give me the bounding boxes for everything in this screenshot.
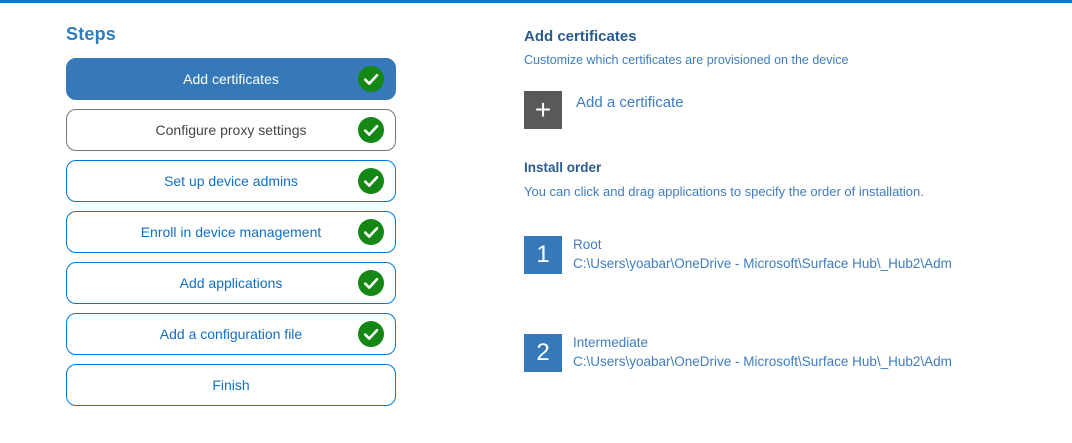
add-certificate-button[interactable]: + Add a certificate [524,91,684,129]
add-certificate-label: Add a certificate [576,94,684,111]
order-number: 1 [536,241,550,268]
add-certificates-panel: Add certificates Customize which certifi… [524,28,1072,372]
certificate-info: Root C:\Users\yoabar\OneDrive - Microsof… [573,236,952,271]
order-number-badge: 1 [524,236,562,274]
plus-glyph: + [534,94,552,125]
install-order-description: You can click and drag applications to s… [524,184,924,199]
step-label: Finish [212,377,250,393]
step-add-a-configuration-file[interactable]: Add a configuration file [66,313,396,355]
certificate-name: Intermediate [573,335,649,350]
certificate-path: C:\Users\yoabar\OneDrive - Microsoft\Sur… [573,256,952,271]
certificate-path: C:\Users\yoabar\OneDrive - Microsoft\Sur… [573,354,952,369]
check-icon [358,66,384,92]
install-order-heading: Install order [524,160,602,175]
panel-title: Add certificates [524,28,637,45]
step-label: Set up device admins [164,173,298,189]
step-label: Add certificates [183,71,279,87]
install-order-item-intermediate[interactable]: 2 Intermediate C:\Users\yoabar\OneDrive … [524,334,952,372]
panel-subtitle: Customize which certificates are provisi… [524,53,849,67]
steps-title: Steps [66,24,117,44]
step-finish[interactable]: Finish [66,364,396,406]
certificate-name: Root [573,237,602,252]
check-icon [358,117,384,143]
step-set-up-device-admins[interactable]: Set up device admins [66,160,396,202]
step-enroll-in-device-management[interactable]: Enroll in device management [66,211,396,253]
step-add-applications[interactable]: Add applications [66,262,396,304]
check-icon [358,321,384,347]
step-label: Configure proxy settings [155,122,307,138]
check-icon [358,270,384,296]
check-icon [358,168,384,194]
check-icon [358,219,384,245]
plus-icon[interactable]: + [524,91,562,129]
step-configure-proxy-settings[interactable]: Configure proxy settings [66,109,396,151]
step-add-certificates[interactable]: Add certificates [66,58,396,100]
order-number: 2 [536,339,550,366]
steps-sidebar: Steps Add certificates Configure proxy s… [66,24,396,415]
certificate-info: Intermediate C:\Users\yoabar\OneDrive - … [573,334,952,369]
order-number-badge: 2 [524,334,562,372]
top-accent-bar [0,0,1072,3]
step-label: Enroll in device management [140,224,322,240]
install-order-item-root[interactable]: 1 Root C:\Users\yoabar\OneDrive - Micros… [524,236,952,274]
step-label: Add a configuration file [159,326,303,342]
step-label: Add applications [179,275,283,291]
